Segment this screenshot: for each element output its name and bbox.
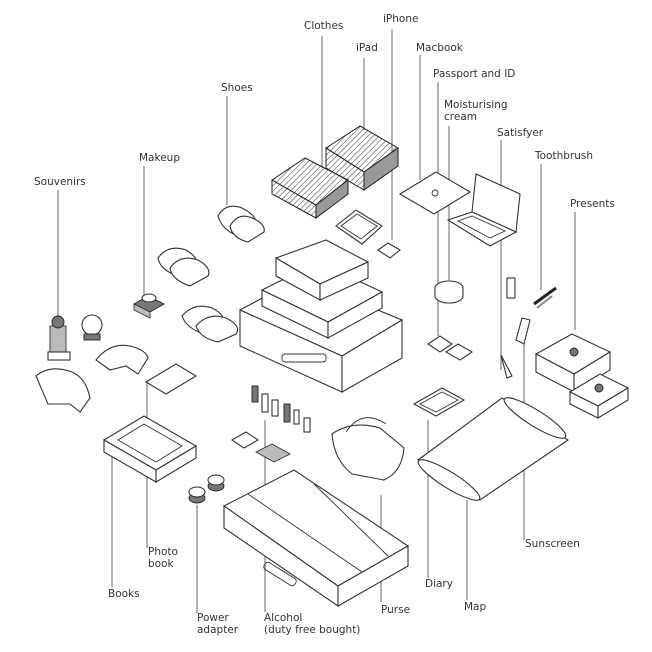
books-illustration — [102, 415, 198, 483]
label-passport: Passport and ID — [433, 68, 516, 80]
label-photo-book: Photo book — [148, 546, 178, 571]
label-makeup: Makeup — [139, 152, 180, 164]
diary-illustration — [412, 387, 466, 417]
label-souvenirs: Souvenirs — [34, 176, 86, 188]
map-illustration — [417, 397, 569, 501]
photo-book-illustration — [144, 363, 198, 395]
label-moisturising-cream: Moisturising cream — [444, 99, 508, 124]
label-clothes: Clothes — [304, 20, 344, 32]
label-macbook: Macbook — [416, 42, 463, 54]
label-purse: Purse — [381, 604, 411, 616]
souvenirs-illustration — [35, 314, 149, 413]
ipad-illustration — [335, 209, 383, 245]
purse-illustration — [331, 417, 405, 481]
macbook-open-illustration — [446, 173, 521, 247]
label-ipad: iPad — [356, 42, 378, 54]
macbook-closed-illustration — [398, 171, 472, 215]
toothbrush-illustration — [533, 286, 557, 309]
label-map: Map — [464, 601, 487, 613]
label-iphone: iPhone — [383, 13, 419, 25]
moisturising-cream-illustration — [434, 280, 464, 304]
big-suitcase-illustration — [222, 469, 410, 608]
label-power-adapter: Power adapter — [197, 612, 239, 637]
label-toothbrush: Toothbrush — [535, 150, 594, 162]
passport-illustration — [427, 335, 474, 361]
label-presents: Presents — [570, 198, 615, 210]
alcohol-illustration — [230, 385, 311, 463]
label-satisfyer: Satisfyer — [497, 127, 544, 139]
sunscreen-illustration — [515, 317, 531, 345]
makeup-illustration — [133, 293, 165, 319]
satisfyer-illustration — [500, 277, 516, 379]
label-sunscreen: Sunscreen — [525, 538, 580, 550]
suitcase-stack-illustration — [238, 239, 404, 393]
clothes-illustration — [271, 125, 399, 219]
shoes-illustration — [157, 205, 265, 343]
label-shoes: Shoes — [221, 82, 253, 94]
iphone-illustration — [377, 242, 401, 259]
presents-illustration — [534, 333, 630, 419]
power-adapter-illustration — [188, 474, 225, 504]
label-diary: Diary — [425, 578, 453, 590]
label-alcohol: Alcohol (duty free bought) — [264, 612, 361, 637]
label-books: Books — [108, 588, 140, 600]
